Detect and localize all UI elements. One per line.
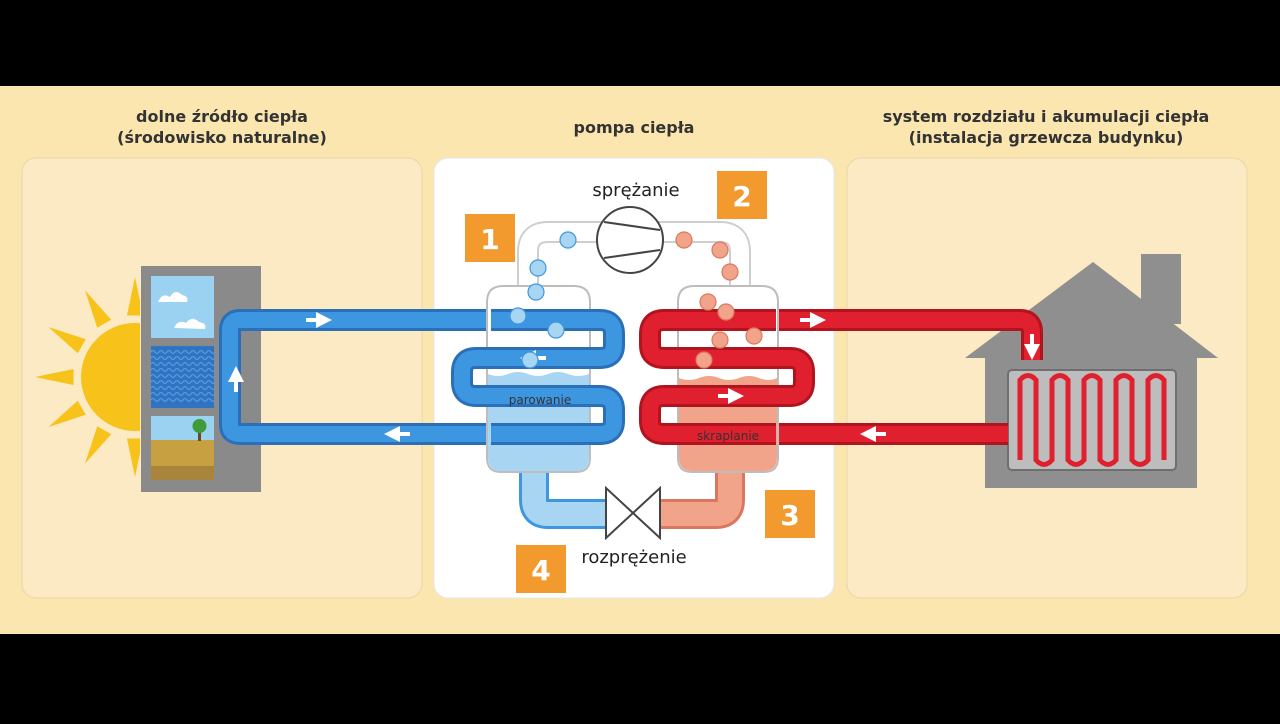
step-badge-4: 4 <box>516 545 566 593</box>
water-wave <box>150 349 216 355</box>
step-badge-3: 3 <box>765 490 815 538</box>
refrigerant-bubble <box>559 231 577 249</box>
water-wave <box>150 361 216 367</box>
center-header: pompa ciepła <box>574 118 695 137</box>
condensation-label: skraplanie <box>697 429 759 443</box>
water-wave <box>150 367 216 373</box>
condenser-coil <box>639 309 815 445</box>
radiator-heating-coil <box>1017 373 1167 467</box>
left-header-line1: dolne źródło ciepła <box>136 107 308 126</box>
water-wave <box>150 355 216 361</box>
svg-text:1: 1 <box>480 223 499 256</box>
svg-text:2: 2 <box>732 180 751 213</box>
step-badge-1: 1 <box>465 214 515 262</box>
refrigerant-bubble <box>711 331 729 349</box>
right-header-line1: system rozdziału i akumulacji ciepła <box>883 107 1210 126</box>
evaporator-coil <box>451 309 625 445</box>
refrigerant-bubble <box>675 231 693 249</box>
sun-ray <box>35 368 74 386</box>
svg-text:3: 3 <box>780 499 799 532</box>
refrigerant-bubble <box>745 327 763 345</box>
sun-ray <box>48 327 86 354</box>
right-header-line2: (instalacja grzewcza budynku) <box>909 128 1184 147</box>
expansion-label: rozprężenie <box>581 547 686 568</box>
sun-ray <box>48 400 86 427</box>
sun-ray <box>85 426 112 464</box>
refrigerant-bubble <box>547 321 565 339</box>
refrigerant-bubble <box>699 293 717 311</box>
water-wave <box>150 391 216 397</box>
evaporation-label: parowanie <box>509 393 571 407</box>
svg-text:4: 4 <box>531 554 550 587</box>
compressor-icon <box>596 206 664 274</box>
sun-ray <box>126 438 140 477</box>
refrigerant-bubble <box>711 241 729 259</box>
hot-loop <box>776 309 1043 445</box>
refrigerant-bubbles <box>509 231 763 369</box>
sun-ray <box>126 277 140 316</box>
refrigerant-bubble <box>695 351 713 369</box>
refrigerant-bubble <box>527 283 545 301</box>
refrigerant-bubble <box>521 351 539 369</box>
sun-ray <box>85 290 112 328</box>
radiator-icon <box>1007 369 1177 471</box>
expansion-valve-icon <box>605 485 661 541</box>
sun-icon <box>35 277 140 477</box>
refrigerant-bubble <box>509 307 527 325</box>
refrigerant-bubble <box>721 263 739 281</box>
water-wave <box>150 373 216 379</box>
compression-label: sprężanie <box>592 180 679 201</box>
refrigerant-bubble <box>717 303 735 321</box>
flow-arrows <box>228 312 1040 442</box>
water-wave <box>150 385 216 391</box>
step-badge-2: 2 <box>717 171 767 219</box>
water-wave <box>150 397 216 403</box>
water-wave <box>150 379 216 385</box>
environment-column <box>141 266 261 492</box>
left-header-line2: (środowisko naturalne) <box>117 128 327 147</box>
refrigerant-bubble <box>529 259 547 277</box>
